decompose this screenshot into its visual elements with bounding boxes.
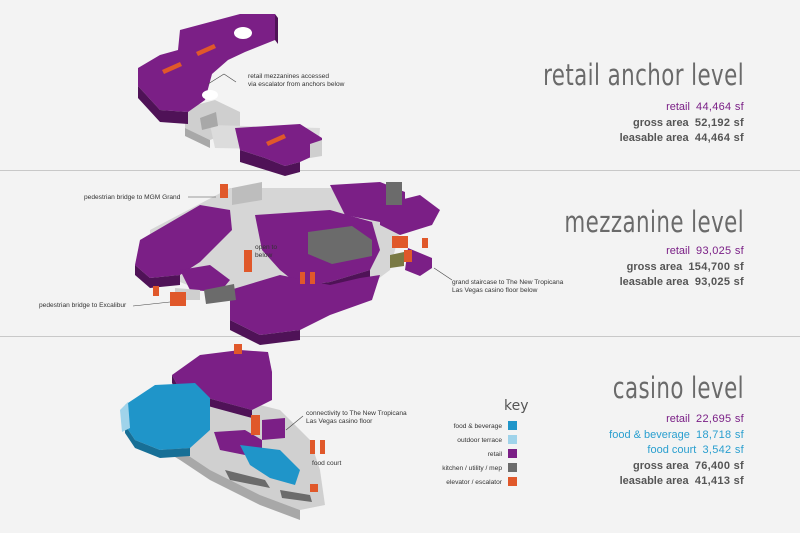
key-label-retail: retail [487,451,502,458]
stat-label: retail [666,101,690,113]
annotation-line-1: connectivity to The New Tropicana [306,410,407,417]
key-label-food-beverage: food & beverage [453,423,502,430]
stat-value: 18,718 sf [696,428,744,441]
annotation-line-1: grand staircase to The New Tropicana [452,279,564,286]
stat-value: 93,025 sf [696,245,744,257]
stat-value: 41,413 sf [694,475,744,487]
annotation-retail-mezzanines: retail mezzanines accessed via escalator… [248,73,344,89]
annotation-grand-staircase: grand staircase to The New Tropicana Las… [452,279,563,295]
mezzanine-plan [132,182,453,345]
stat-label: retail [666,413,690,425]
stat-gross-area: gross area 52,192 sf [620,116,744,132]
stat-value: 3,542 sf [702,444,744,456]
mezzanine-stats: retail 93,025 sf gross area 154,700 sf l… [620,244,744,291]
annotation-open-to-below: open to below [255,244,277,260]
stat-food-court: food court 3,542 sf [609,443,744,459]
casino-stats: retail 22,695 sf food & beverage 18,718 … [609,412,744,490]
key-swatch-food-beverage [508,421,517,430]
annotation-line-1: open to [255,244,277,251]
stat-label: leasable area [619,276,689,288]
annotation-line-2: via escalator from anchors below [248,81,345,88]
stat-value: 93,025 sf [694,276,744,288]
annotation-bridge-excalibur: pedestrian bridge to Excalibur [39,302,127,309]
stat-label: leasable area [619,132,689,144]
stat-value: 76,400 sf [694,459,744,472]
key-label-outdoor-terrace: outdoor terrace [457,437,502,444]
stat-label: gross area [626,260,683,273]
retail-anchor-level-title: retail anchor level [543,58,744,92]
annotation-bridge-mgm: pedestrian bridge to MGM Grand [84,194,181,201]
stat-label: gross area [633,116,689,129]
annotation-line-2: below [255,252,273,259]
stat-retail: retail 93,025 sf [620,244,744,260]
stat-label: leasable area [619,475,689,487]
stat-value: 154,700 sf [688,260,744,273]
key-swatch-outdoor-terrace [508,435,517,444]
retail-anchor-stats: retail 44,464 sf gross area 52,192 sf le… [620,100,744,147]
divider-bottom [0,336,800,337]
stat-gross-area: gross area 154,700 sf [620,260,744,276]
divider-top [0,170,800,171]
key-title: key [504,398,529,414]
annotation-line-2: Las Vegas casino floor below [452,287,538,294]
key-label-elevator-escalator: elevator / escalator [446,479,502,486]
stat-value: 44,464 sf [694,132,744,144]
stat-value: 22,695 sf [696,413,744,425]
stat-retail: retail 44,464 sf [620,100,744,116]
stat-leasable-area: leasable area 41,413 sf [609,474,744,490]
key-swatch-retail [508,449,517,458]
stat-food-beverage: food & beverage 18,718 sf [609,428,744,444]
stat-gross-area: gross area 76,400 sf [609,459,744,475]
stat-leasable-area: leasable area 93,025 sf [620,275,744,291]
stat-retail: retail 22,695 sf [609,412,744,428]
casino-level-title: casino level [612,371,744,405]
stat-label: gross area [633,459,689,472]
stat-leasable-area: leasable area 44,464 sf [620,131,744,147]
key-swatch-kitchen-utility [508,463,517,472]
mezzanine-level-title: mezzanine level [564,205,744,239]
annotation-connectivity: connectivity to The New Tropicana Las Ve… [306,410,407,426]
stat-label: retail [666,245,690,257]
annotation-food-court: food court [312,460,342,467]
retail-anchor-plan [138,14,322,176]
casino-plan [120,344,325,520]
key-label-kitchen-utility: kitchen / utility / mep [442,465,502,472]
annotation-line-1: retail mezzanines accessed [248,73,329,80]
stat-label: food & beverage [609,428,690,441]
stat-label: food court [647,444,697,456]
annotation-line-2: Las Vegas casino floor [306,418,373,425]
key-swatch-elevator-escalator [508,477,517,486]
stat-value: 52,192 sf [694,116,744,129]
stat-value: 44,464 sf [696,101,744,113]
